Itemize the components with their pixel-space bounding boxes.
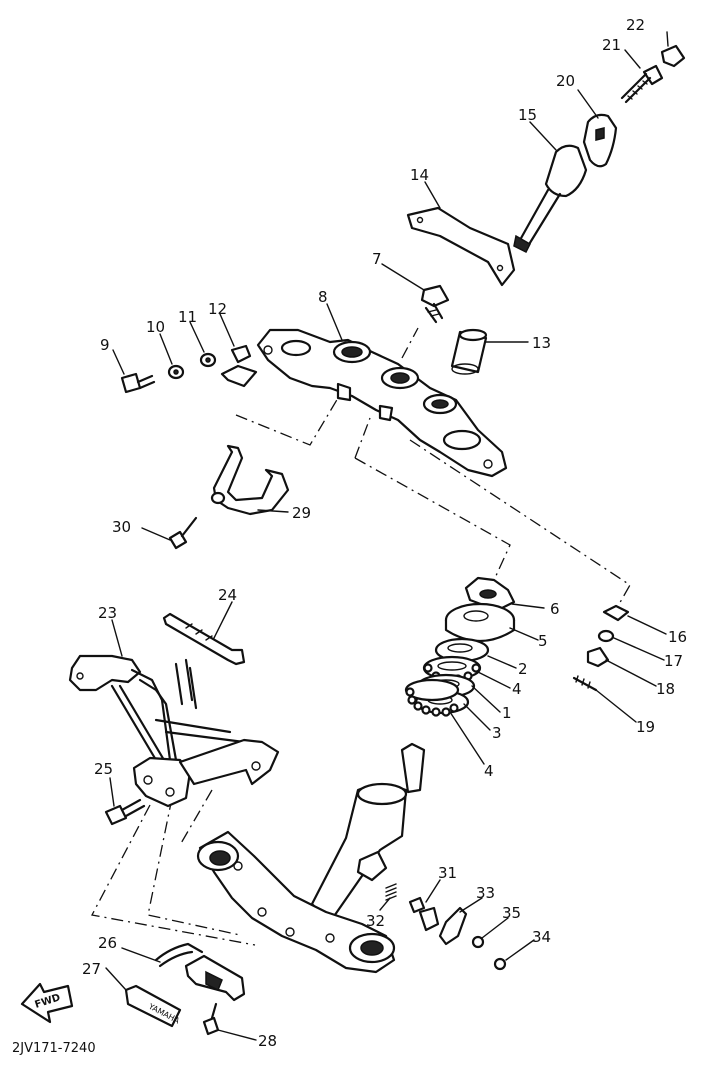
part-12-clip [220,344,258,388]
part-16-washer [602,604,630,622]
part-19-screw [572,675,598,692]
label-21: 21 [602,36,621,54]
label-4a: 4 [512,680,522,698]
part-22-cap [660,44,686,68]
label-22: 22 [626,16,645,34]
label-32: 32 [366,912,385,930]
label-10: 10 [146,318,165,336]
label-35: 35 [502,904,521,922]
label-3: 3 [492,724,502,742]
label-19: 19 [636,718,655,736]
part-15-handlebar [513,144,588,254]
part-24-strap [162,612,246,666]
label-25: 25 [94,760,113,778]
label-12: 12 [208,300,227,318]
label-2: 2 [518,660,528,678]
label-5: 5 [538,632,548,650]
part-21-bolt [620,64,664,104]
part-7-bolt [420,284,450,324]
part-25-bolt [104,798,146,826]
label-9: 9 [100,336,110,354]
label-4b: 4 [484,762,494,780]
part-bracket-26-27 [184,954,246,1002]
part-5-cover [444,602,516,642]
part-28-screw [202,1002,220,1036]
assembly-dash-lines [91,327,631,946]
part-34-screw [493,957,507,971]
part-11-washer [199,352,217,368]
label-29: 29 [292,504,311,522]
part-14-plate [406,206,516,287]
label-23: 23 [98,604,117,622]
label-20: 20 [556,72,575,90]
part-20-handle-clamp [582,113,618,168]
steering-stem [196,742,426,974]
label-31: 31 [438,864,457,882]
part-30-screw [168,516,198,550]
part-18-holder [586,646,610,668]
label-26: 26 [98,934,117,952]
label-14: 14 [410,166,429,184]
leader-lines [105,31,669,1041]
part-13-bushing [450,328,488,375]
label-6: 6 [550,600,560,618]
part-6-nut [464,576,516,610]
label-33: 33 [476,884,495,902]
part-17-washer [597,629,615,643]
label-28: 28 [258,1032,277,1050]
label-15: 15 [518,106,537,124]
label-1: 1 [502,704,512,722]
label-24: 24 [218,586,237,604]
label-16: 16 [668,628,687,646]
label-34: 34 [532,928,551,946]
label-27: 27 [82,960,101,978]
part-35-washer [471,935,485,949]
part-4-bearing-lower [404,678,460,717]
label-13: 13 [532,334,551,352]
part-31-screw [408,896,440,932]
part-29-bracket [210,444,290,516]
part-number-labels: 22 21 20 15 14 7 8 13 9 10 11 12 29 30 6… [82,16,687,1050]
diagram-code: 2JV171-7240 [12,1041,96,1056]
part-23-stay [68,654,280,808]
part-26-clip [154,942,204,968]
part-32-spring [385,883,397,901]
label-18: 18 [656,680,675,698]
part-27-emblem: YAMAHA [124,984,181,1028]
label-11: 11 [178,308,197,326]
part-33-plate [438,906,468,946]
part-10-washer [167,364,185,380]
label-17: 17 [664,652,683,670]
part-9-bolt [120,372,156,394]
label-8: 8 [318,288,328,306]
part-8-upper-bracket [256,328,508,478]
forward-arrow-icon: FWD [20,982,74,1024]
label-7: 7 [372,250,382,268]
label-30: 30 [112,518,131,536]
